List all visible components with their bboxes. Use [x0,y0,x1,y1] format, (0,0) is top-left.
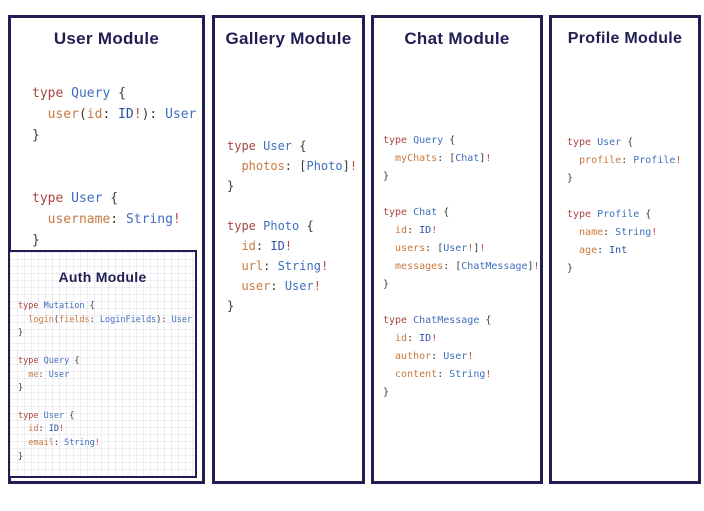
gallery-module-card: Gallery Module type User { photos: [Phot… [212,15,365,484]
module-title: Gallery Module [225,29,352,48]
auth-module-code: type Mutation { login(fields: LoginField… [18,301,193,462]
module-title: Chat Module [404,29,510,48]
module-title: Auth Module [58,269,147,285]
auth-module-card: Auth Module type Mutation { login(fields… [8,250,197,478]
profile-module-code: type User { profile: Profile!} type Prof… [567,137,682,274]
module-title: User Module [53,29,160,48]
gallery-module-code: type User { photos: [Photo]!} type Photo… [227,139,358,313]
profile-module-card: Profile Module type User { profile: Prof… [549,15,701,484]
chat-module-card: Chat Module type Query { myChats: [Chat]… [371,15,543,484]
user-module-code: type Query { user(id: ID!): User} type U… [32,86,197,248]
chat-module-code: type Query { myChats: [Chat]!} type Chat… [383,135,540,398]
module-title: Profile Module [567,30,683,47]
